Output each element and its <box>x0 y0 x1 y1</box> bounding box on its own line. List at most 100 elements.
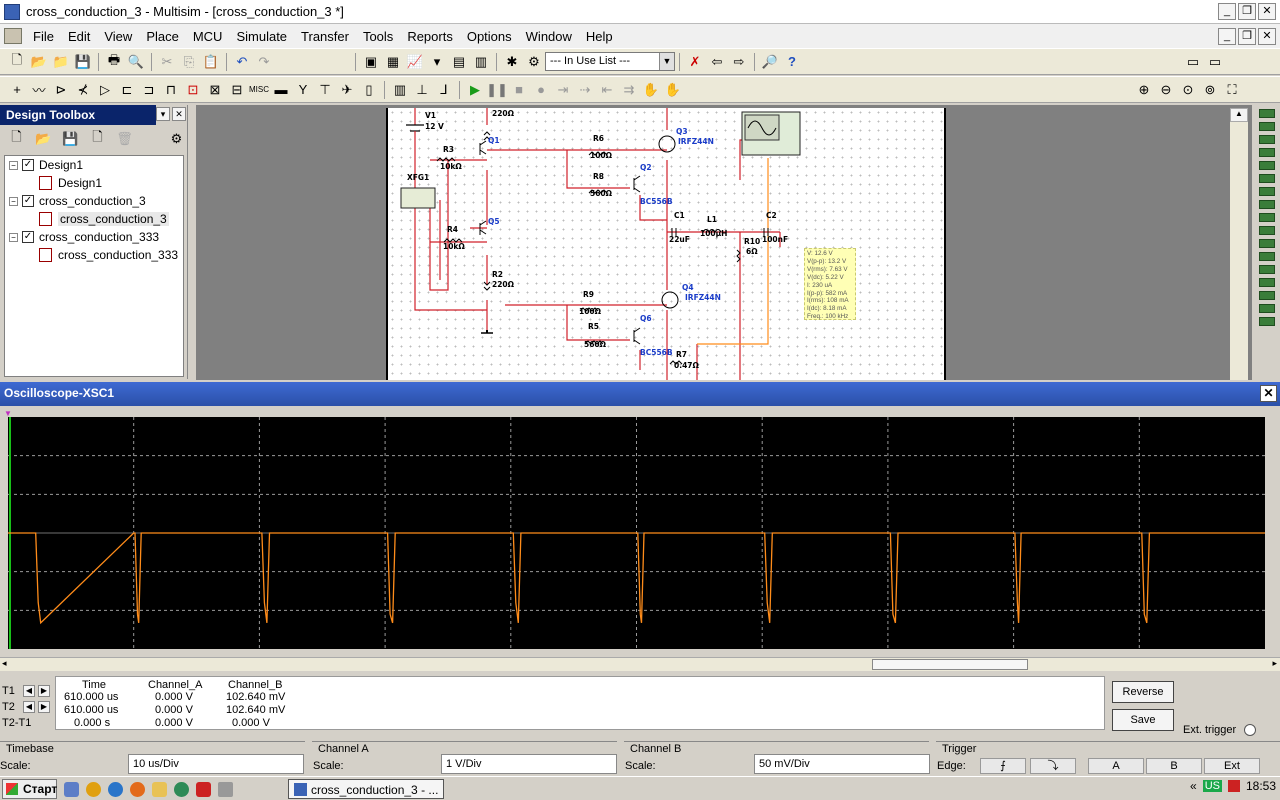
tree-node[interactable]: −✓Design1 <box>5 156 183 174</box>
function-generator-icon[interactable] <box>1259 122 1275 131</box>
toggle-breakpoint-icon[interactable]: ✋ <box>642 81 660 97</box>
transistor-icon[interactable]: ⊀ <box>77 81 89 97</box>
open-sample-icon[interactable]: 📁 <box>52 53 70 69</box>
pause-at-breakpoint-icon[interactable]: ● <box>537 82 545 97</box>
misc-icon[interactable]: MISC <box>249 85 269 94</box>
find-examples-icon[interactable]: 🔎 <box>761 53 779 69</box>
database-icon[interactable]: ⚙ <box>528 53 540 69</box>
power-icon[interactable]: ⊟ <box>231 81 243 97</box>
component-label[interactable]: L1 <box>707 215 717 224</box>
spreadsheet-icon[interactable]: ▦ <box>386 53 400 69</box>
agilent-generator-icon[interactable] <box>1259 291 1275 300</box>
step-icon[interactable]: ⇥ <box>557 81 569 97</box>
t2-left-arrow-icon[interactable]: ◀ <box>23 701 35 713</box>
bus-icon[interactable]: ⊥ <box>416 81 428 97</box>
breadboard-icon[interactable]: ▥ <box>474 53 488 69</box>
falling-edge-button[interactable]: ⤵ <box>1030 758 1076 774</box>
run-icon[interactable]: ▶ <box>470 81 480 97</box>
agilent-oscilloscope-icon[interactable] <box>1259 317 1275 326</box>
component-label[interactable]: Q4 <box>682 283 694 292</box>
copy-icon[interactable]: ⎘ <box>183 53 195 69</box>
grapher-icon[interactable]: 📈 <box>406 53 424 69</box>
menu-file[interactable]: File <box>33 28 54 44</box>
oscilloscope-close-button[interactable]: ✕ <box>1260 385 1277 402</box>
step-out-icon[interactable]: ⇤ <box>601 81 613 97</box>
component-label[interactable]: 100µH <box>700 229 727 238</box>
document-icon[interactable] <box>4 28 22 44</box>
component-label[interactable]: IRFZ44N <box>678 137 714 146</box>
tree-node[interactable]: −✓cross_conduction_3 <box>5 192 183 210</box>
four-channel-oscilloscope-icon[interactable] <box>1259 161 1275 170</box>
menu-options[interactable]: Options <box>466 28 512 44</box>
component-label[interactable]: Q3 <box>676 127 688 136</box>
clock[interactable]: 18:53 <box>1245 779 1276 793</box>
stop-icon[interactable]: ■ <box>515 82 523 97</box>
timebase-scale-input[interactable]: 10 us/Div <box>128 754 304 774</box>
component-label[interactable]: 100Ω <box>579 307 602 316</box>
component-label[interactable]: XFG1 <box>407 173 429 182</box>
menu-transfer[interactable]: Transfer <box>301 28 349 44</box>
mixed-icon[interactable]: ⊡ <box>187 81 199 97</box>
component-label[interactable]: IRFZ44N <box>685 293 721 302</box>
basic-icon[interactable]: 〰 <box>32 83 46 98</box>
child-minimize-button[interactable]: _ <box>1218 28 1236 45</box>
help-icon[interactable]: ? <box>788 54 796 69</box>
component-label[interactable]: C1 <box>674 211 685 220</box>
probe-icon[interactable]: ⅃ <box>440 81 448 97</box>
undo-icon[interactable]: ↶ <box>236 53 248 69</box>
new-icon[interactable]: 🗋 <box>11 51 23 67</box>
component-label[interactable]: 22uF <box>669 235 690 244</box>
tray-expand-icon[interactable]: « <box>1190 779 1197 793</box>
component-label[interactable]: Q1 <box>488 136 500 145</box>
word-generator-icon[interactable] <box>1259 200 1275 209</box>
source-icon[interactable]: + <box>13 82 21 97</box>
misc-digital-icon[interactable]: ⊓ <box>165 81 177 97</box>
t1-right-arrow-icon[interactable]: ▶ <box>38 685 50 697</box>
iv-analyzer-icon[interactable] <box>1259 239 1275 248</box>
electromechanical-icon[interactable]: ⊤ <box>319 81 331 97</box>
mcu-icon[interactable]: ▯ <box>365 81 373 97</box>
collapse-icon[interactable]: − <box>9 196 18 206</box>
menu-simulate[interactable]: Simulate <box>236 28 288 44</box>
tree-leaf[interactable]: cross_conduction_333 <box>5 246 183 264</box>
reverse-button[interactable]: Reverse <box>1112 681 1174 703</box>
menu-place[interactable]: Place <box>146 28 179 44</box>
back-annotate-icon[interactable]: ⇦ <box>711 53 723 69</box>
trigger-a-button[interactable]: A <box>1088 758 1144 774</box>
tree-node[interactable]: −✓cross_conduction_333 <box>5 228 183 246</box>
cursor-t1-handle-icon[interactable]: ▼ <box>4 409 12 418</box>
analog-icon[interactable]: ▷ <box>100 81 110 97</box>
component-label[interactable]: 0.47Ω <box>674 361 700 370</box>
save-button[interactable]: Save <box>1112 709 1174 731</box>
logic-converter-icon[interactable] <box>1259 226 1275 235</box>
component-label[interactable]: R10 <box>744 237 760 246</box>
cut-icon[interactable]: ✂ <box>161 53 173 69</box>
frequency-counter-icon[interactable] <box>1259 187 1275 196</box>
view-menu-icon[interactable]: ▭ <box>1208 53 1222 69</box>
postprocessor-icon[interactable]: ▤ <box>452 53 466 69</box>
component-label[interactable]: R8 <box>593 172 604 181</box>
rf-icon[interactable]: Y <box>298 82 308 97</box>
diode-icon[interactable]: ⊳ <box>55 81 67 97</box>
pin-icon[interactable]: ▾ <box>156 107 170 121</box>
multimeter-icon[interactable] <box>1259 109 1275 118</box>
component-label[interactable]: 220Ω <box>492 109 515 118</box>
tray-app-icon[interactable] <box>1227 780 1240 792</box>
open-icon[interactable]: 📂 <box>30 53 48 69</box>
firefox-icon[interactable] <box>130 782 145 797</box>
taskbar-multisim-button[interactable]: cross_conduction_3 - ... <box>288 779 444 799</box>
scroll-up-icon[interactable]: ▲ <box>1230 108 1248 122</box>
component-label[interactable]: 220Ω <box>492 280 515 289</box>
t1-left-arrow-icon[interactable]: ◀ <box>23 685 35 697</box>
channel-a-scale-input[interactable]: 1 V/Div <box>441 754 617 774</box>
menu-mcu[interactable]: MCU <box>192 28 223 44</box>
menu-view[interactable]: View <box>104 28 133 44</box>
component-label[interactable]: 6Ω <box>746 247 758 256</box>
run-to-cursor-icon[interactable]: ⇉ <box>623 81 635 97</box>
toolbox-new-sheet-icon[interactable]: 🗋 <box>92 129 103 144</box>
spectrum-analyzer-icon[interactable] <box>1259 265 1275 274</box>
logic-analyzer-icon[interactable] <box>1259 213 1275 222</box>
minimize-button[interactable]: _ <box>1218 3 1236 20</box>
component-wizard-icon[interactable]: ✱ <box>506 53 518 69</box>
